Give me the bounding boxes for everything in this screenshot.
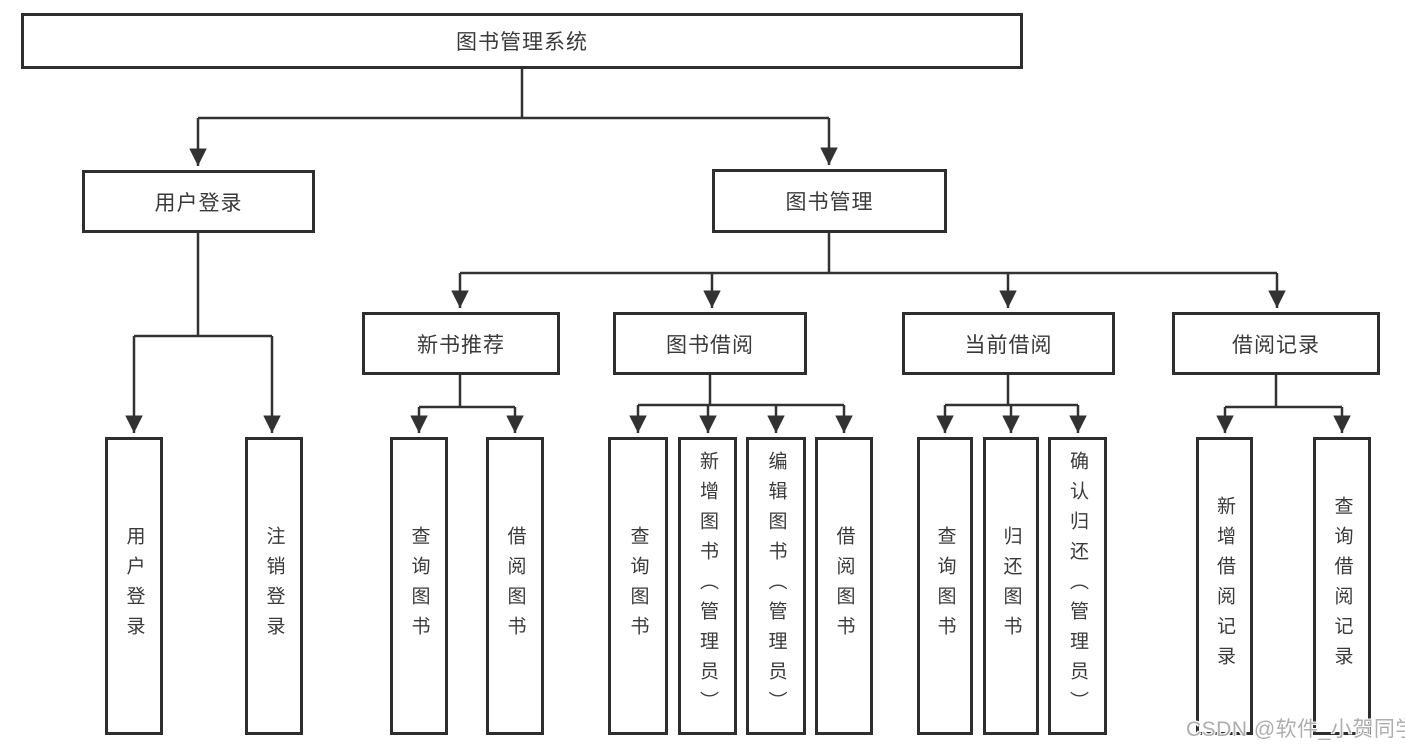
node-new-book-recommend: 新书推荐 xyxy=(362,312,560,375)
node-label: 查询图书 xyxy=(408,526,430,646)
leaf-query-borrow-record: 查询借阅记录 xyxy=(1313,437,1371,735)
node-label: 查询借阅记录 xyxy=(1331,496,1353,676)
leaf-query-books-borrow: 查询图书 xyxy=(608,437,668,735)
node-book-borrow: 图书借阅 xyxy=(613,312,807,375)
node-book-management: 图书管理 xyxy=(712,169,947,233)
node-label: 借阅记录 xyxy=(1232,333,1320,357)
csdn-watermark: CSDN @软件_小贺同学 xyxy=(1186,718,1405,741)
node-label: 确认归还（管理员） xyxy=(1067,451,1088,721)
node-label: 图书管理系统 xyxy=(456,31,588,54)
node-label: 用户登录 xyxy=(123,526,145,646)
node-library-system: 图书管理系统 xyxy=(21,13,1023,69)
connector-borrow-records xyxy=(1216,375,1351,433)
connector-root xyxy=(189,68,838,166)
node-label: 归还图书 xyxy=(1000,526,1022,646)
connector-current-borrow xyxy=(936,375,1087,433)
leaf-add-book-admin: 新增图书（管理员） xyxy=(678,437,737,735)
node-current-borrow: 当前借阅 xyxy=(902,312,1115,375)
node-label: 当前借阅 xyxy=(964,333,1053,357)
node-label: 图书借阅 xyxy=(666,333,754,357)
node-borrow-records: 借阅记录 xyxy=(1172,312,1380,375)
leaf-query-books-current: 查询图书 xyxy=(917,437,973,735)
node-label: 借阅图书 xyxy=(833,526,855,646)
node-label: 编辑图书（管理员） xyxy=(765,451,787,721)
connector-book-borrow xyxy=(629,375,853,433)
node-label: 新增借阅记录 xyxy=(1214,496,1235,676)
node-label: 用户登录 xyxy=(154,191,243,215)
leaf-logout: 注销登录 xyxy=(245,437,303,735)
leaf-query-books-recommend: 查询图书 xyxy=(390,437,448,735)
leaf-edit-book-admin: 编辑图书（管理员） xyxy=(746,437,806,735)
connector-new-book-recommend xyxy=(410,375,524,433)
leaf-user-login: 用户登录 xyxy=(105,437,163,735)
node-label: 图书管理 xyxy=(785,191,874,214)
node-label: 新增图书（管理员） xyxy=(697,451,718,721)
node-label: 借阅图书 xyxy=(504,526,526,646)
node-label: 查询图书 xyxy=(627,526,649,646)
connector-user-login xyxy=(125,233,281,433)
leaf-return-book: 归还图书 xyxy=(983,437,1039,735)
connector-book-management xyxy=(451,233,1286,308)
node-label: 查询图书 xyxy=(934,526,956,646)
leaf-borrow-books: 借阅图书 xyxy=(815,437,873,735)
leaf-borrow-books-recommend: 借阅图书 xyxy=(486,437,544,735)
node-label: 新书推荐 xyxy=(417,333,505,357)
node-user-login: 用户登录 xyxy=(82,170,315,233)
node-label: 注销登录 xyxy=(263,526,285,646)
leaf-confirm-return-admin: 确认归还（管理员） xyxy=(1048,437,1107,735)
leaf-add-borrow-record: 新增借阅记录 xyxy=(1196,437,1253,735)
